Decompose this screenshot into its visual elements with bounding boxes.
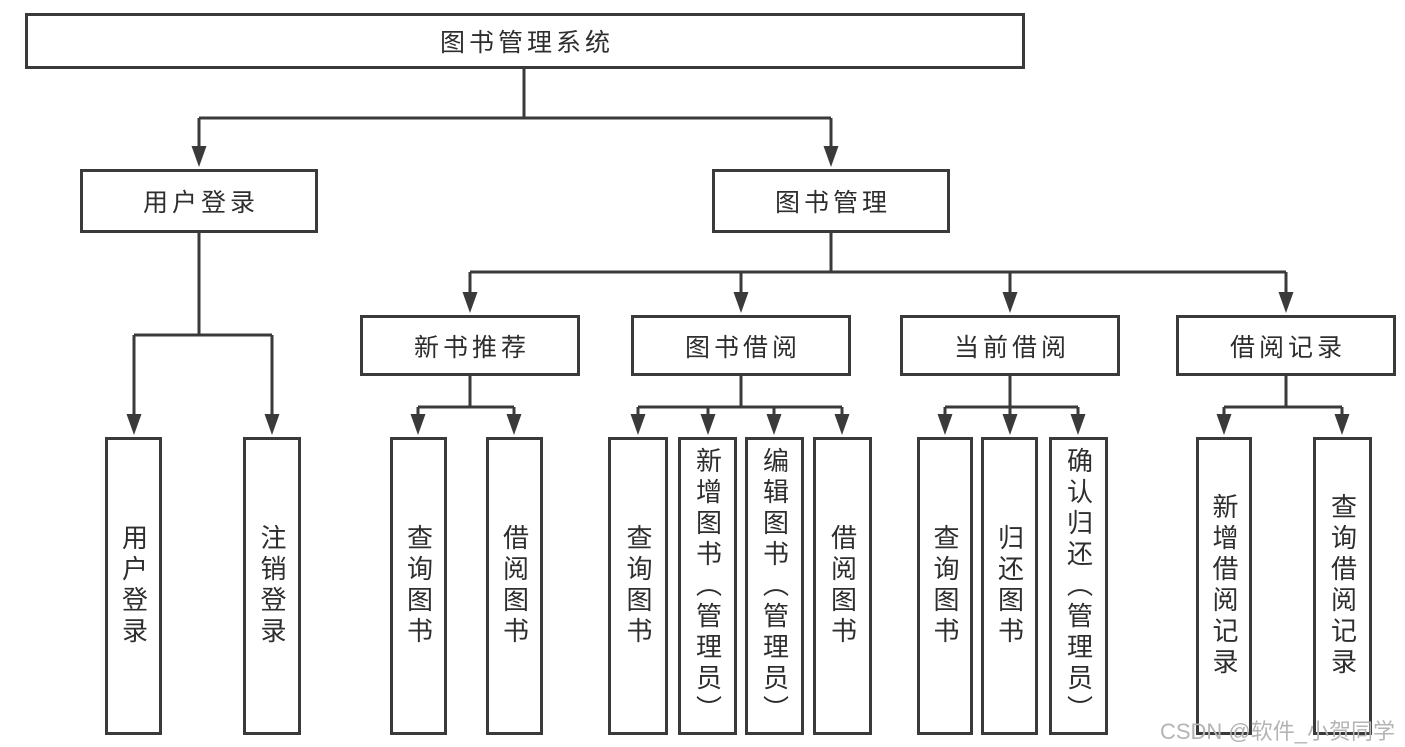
node-label: 查询图书 xyxy=(930,524,960,648)
node-label: 图书借阅 xyxy=(684,333,801,362)
node-current-borrowing: 当前借阅 xyxy=(900,315,1120,376)
node-label: 查询图书 xyxy=(403,524,434,648)
node-root: 图书管理系统 xyxy=(25,13,1025,69)
leaf-borrow-books-borrowing: 借阅图书 xyxy=(813,437,872,735)
node-new-book-recommend: 新书推荐 xyxy=(360,315,580,376)
node-label: 注销登录 xyxy=(257,524,287,648)
node-label: 用户登录 xyxy=(142,189,259,217)
node-label: 查询借阅记录 xyxy=(1327,493,1358,679)
node-book-borrowing: 图书借阅 xyxy=(631,315,851,376)
leaf-query-books-current: 查询图书 xyxy=(917,437,973,735)
node-label: 当前借阅 xyxy=(953,333,1070,362)
leaf-query-borrow-record: 查询借阅记录 xyxy=(1313,437,1372,735)
node-label: 借阅图书 xyxy=(499,524,530,648)
node-label: 图书管理 xyxy=(774,189,891,217)
csdn-watermark: CSDN @软件_小贺同学 xyxy=(1159,719,1395,744)
leaf-return-books: 归还图书 xyxy=(981,437,1038,735)
node-book-management: 图书管理 xyxy=(712,169,950,233)
node-borrow-records: 借阅记录 xyxy=(1176,315,1396,376)
leaf-borrow-books-recommend: 借阅图书 xyxy=(486,437,543,735)
leaf-user-login: 用户登录 xyxy=(105,437,162,735)
leaf-add-borrow-record: 新增借阅记录 xyxy=(1196,437,1252,735)
leaf-add-book-admin: 新增图书（管理员） xyxy=(678,437,737,735)
node-label: 借阅图书 xyxy=(827,524,858,648)
node-user-login: 用户登录 xyxy=(80,169,318,233)
node-label: 新增图书（管理员） xyxy=(692,446,723,726)
node-label: 编辑图书（管理员） xyxy=(759,446,790,726)
leaf-edit-book-admin: 编辑图书（管理员） xyxy=(745,437,804,735)
leaf-logout: 注销登录 xyxy=(243,437,301,735)
node-label: 用户登录 xyxy=(118,524,149,648)
arrowheads xyxy=(126,146,1350,435)
node-label: 查询图书 xyxy=(623,524,653,648)
leaf-query-books-recommend: 查询图书 xyxy=(390,437,447,735)
node-label: 确认归还（管理员） xyxy=(1063,446,1094,726)
leaf-query-books-borrowing: 查询图书 xyxy=(608,437,668,735)
leaf-confirm-return-admin: 确认归还（管理员） xyxy=(1049,437,1108,735)
node-label: 新增借阅记录 xyxy=(1209,493,1239,679)
node-label: 新书推荐 xyxy=(413,333,530,362)
node-label: 归还图书 xyxy=(994,524,1025,648)
node-label: 图书管理系统 xyxy=(439,29,614,57)
node-label: 借阅记录 xyxy=(1229,333,1346,362)
